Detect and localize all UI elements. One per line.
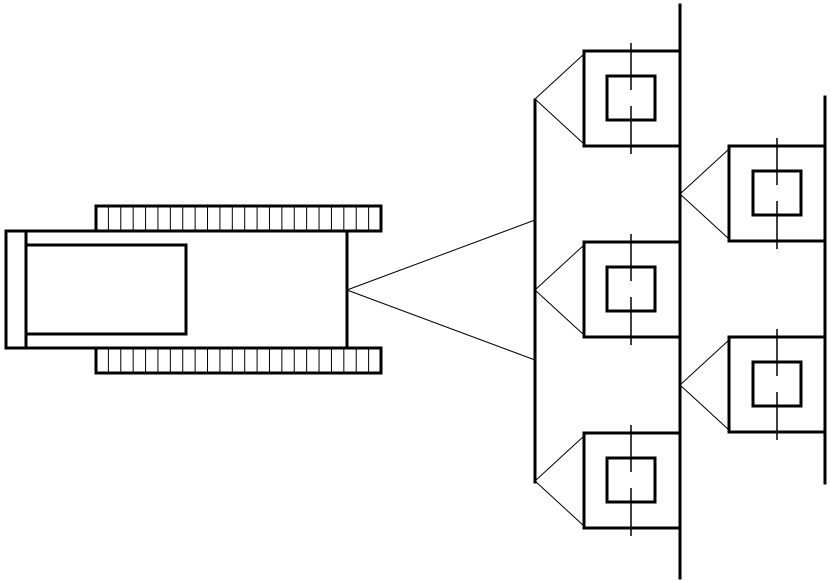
vehicle-rear-plate <box>4 229 28 350</box>
unit-a-2 <box>582 234 682 345</box>
unit-a-1 <box>582 43 682 154</box>
beam-line-upper <box>346 219 536 291</box>
unit-a-1-enclosure <box>582 49 682 148</box>
unit-a-3-feed-upper <box>534 435 585 482</box>
lower-track-links <box>107 348 370 373</box>
unit-b-1-feed-lower <box>679 193 730 240</box>
unit-a-2-feed-lower <box>534 289 585 336</box>
upper-track-outline <box>94 204 383 233</box>
unit-b-1 <box>727 138 827 249</box>
unit-b-2-feed-lower <box>679 384 730 431</box>
unit-a-3 <box>582 425 682 536</box>
unit-group-a <box>534 43 682 536</box>
unit-b-2-feed-upper <box>679 339 730 386</box>
upper-track <box>94 204 383 233</box>
unit-a-2-enclosure <box>582 240 682 339</box>
unit-a-1-feed-lower <box>534 98 585 145</box>
vehicle-cargo-section <box>24 243 188 336</box>
lower-track-outline <box>94 346 383 375</box>
lower-track <box>94 346 383 375</box>
tracked-vehicle <box>4 204 536 375</box>
unit-group-b <box>679 138 827 440</box>
unit-a-3-feed-lower <box>534 480 585 527</box>
unit-a-3-enclosure <box>582 431 682 530</box>
unit-a-2-feed-upper <box>534 244 585 291</box>
unit-b-2 <box>727 329 827 440</box>
unit-a-1-feed-upper <box>534 53 585 100</box>
unit-b-1-feed-upper <box>679 148 730 195</box>
beam-line-lower <box>346 289 536 361</box>
upper-track-links <box>107 206 370 231</box>
